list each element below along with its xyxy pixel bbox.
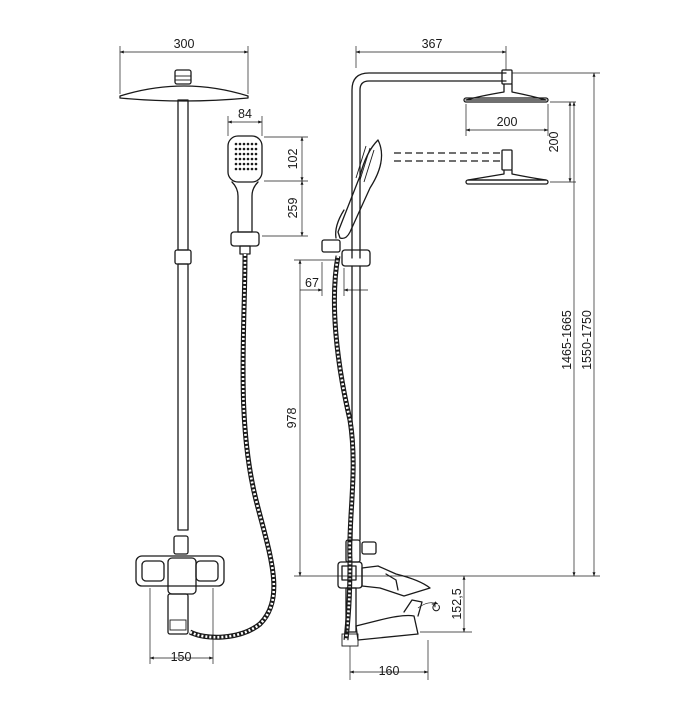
dim-label-978: 978 bbox=[285, 408, 299, 429]
side-shower-head-lower bbox=[465, 149, 549, 185]
front-view: 300 84 102 259 150 bbox=[119, 37, 308, 664]
dim-label-1465-1665: 1465-1665 bbox=[560, 310, 574, 370]
dim-label-160: 160 bbox=[379, 664, 400, 678]
rotation-symbol: ↻ bbox=[431, 601, 441, 615]
dim-label-152-5: 152,5 bbox=[450, 588, 464, 619]
side-view: 367 200 200 1465-1665 1550-1750 bbox=[285, 37, 600, 680]
dim-label-102: 102 bbox=[286, 149, 300, 170]
front-shower-head bbox=[119, 69, 249, 102]
dim-head-width-front: 300 bbox=[119, 37, 249, 94]
side-shower-hose bbox=[331, 255, 356, 641]
dim-label-259: 259 bbox=[286, 198, 300, 219]
dashed-adjustment-arm bbox=[394, 152, 502, 162]
front-hand-shower bbox=[227, 135, 263, 255]
spray-nozzle-grid bbox=[234, 142, 258, 171]
front-riser-pipe bbox=[173, 99, 192, 555]
dim-label-300: 300 bbox=[174, 37, 195, 51]
dim-spout-height: 152,5 bbox=[420, 575, 472, 633]
dim-label-84: 84 bbox=[238, 107, 252, 121]
dim-label-367: 367 bbox=[422, 37, 443, 51]
dim-spout-projection: 160 bbox=[349, 664, 429, 678]
dim-head-height-side: 200 bbox=[547, 101, 576, 183]
rotation-indicator: ↻ bbox=[417, 601, 441, 615]
dim-label-67: 67 bbox=[305, 276, 319, 290]
dim-head-height-range: 1465-1665 bbox=[560, 101, 576, 577]
dim-label-150: 150 bbox=[171, 650, 192, 664]
dim-holder-offset: 67 bbox=[300, 262, 368, 296]
dim-mixer-height: 978 bbox=[285, 259, 600, 577]
side-shower-head-upper bbox=[463, 69, 549, 103]
front-mixer bbox=[135, 555, 225, 635]
dim-label-1550-1750: 1550-1750 bbox=[580, 310, 594, 370]
dim-top-projection: 367 bbox=[355, 37, 507, 70]
dim-mixer-width: 150 bbox=[149, 588, 214, 664]
front-shower-hose bbox=[188, 253, 277, 640]
dim-hand-width: 84 bbox=[227, 107, 263, 136]
dim-hand-total-height: 259 bbox=[262, 180, 308, 237]
dim-total-height-range: 1550-1750 bbox=[512, 72, 600, 577]
dim-hand-face-height: 102 bbox=[264, 136, 308, 182]
side-bath-spout bbox=[341, 599, 423, 647]
dim-label-200-height: 200 bbox=[547, 132, 561, 153]
side-hand-shower bbox=[321, 139, 383, 267]
dim-label-200-width: 200 bbox=[497, 115, 518, 129]
dim-head-diameter-side: 200 bbox=[465, 104, 549, 136]
